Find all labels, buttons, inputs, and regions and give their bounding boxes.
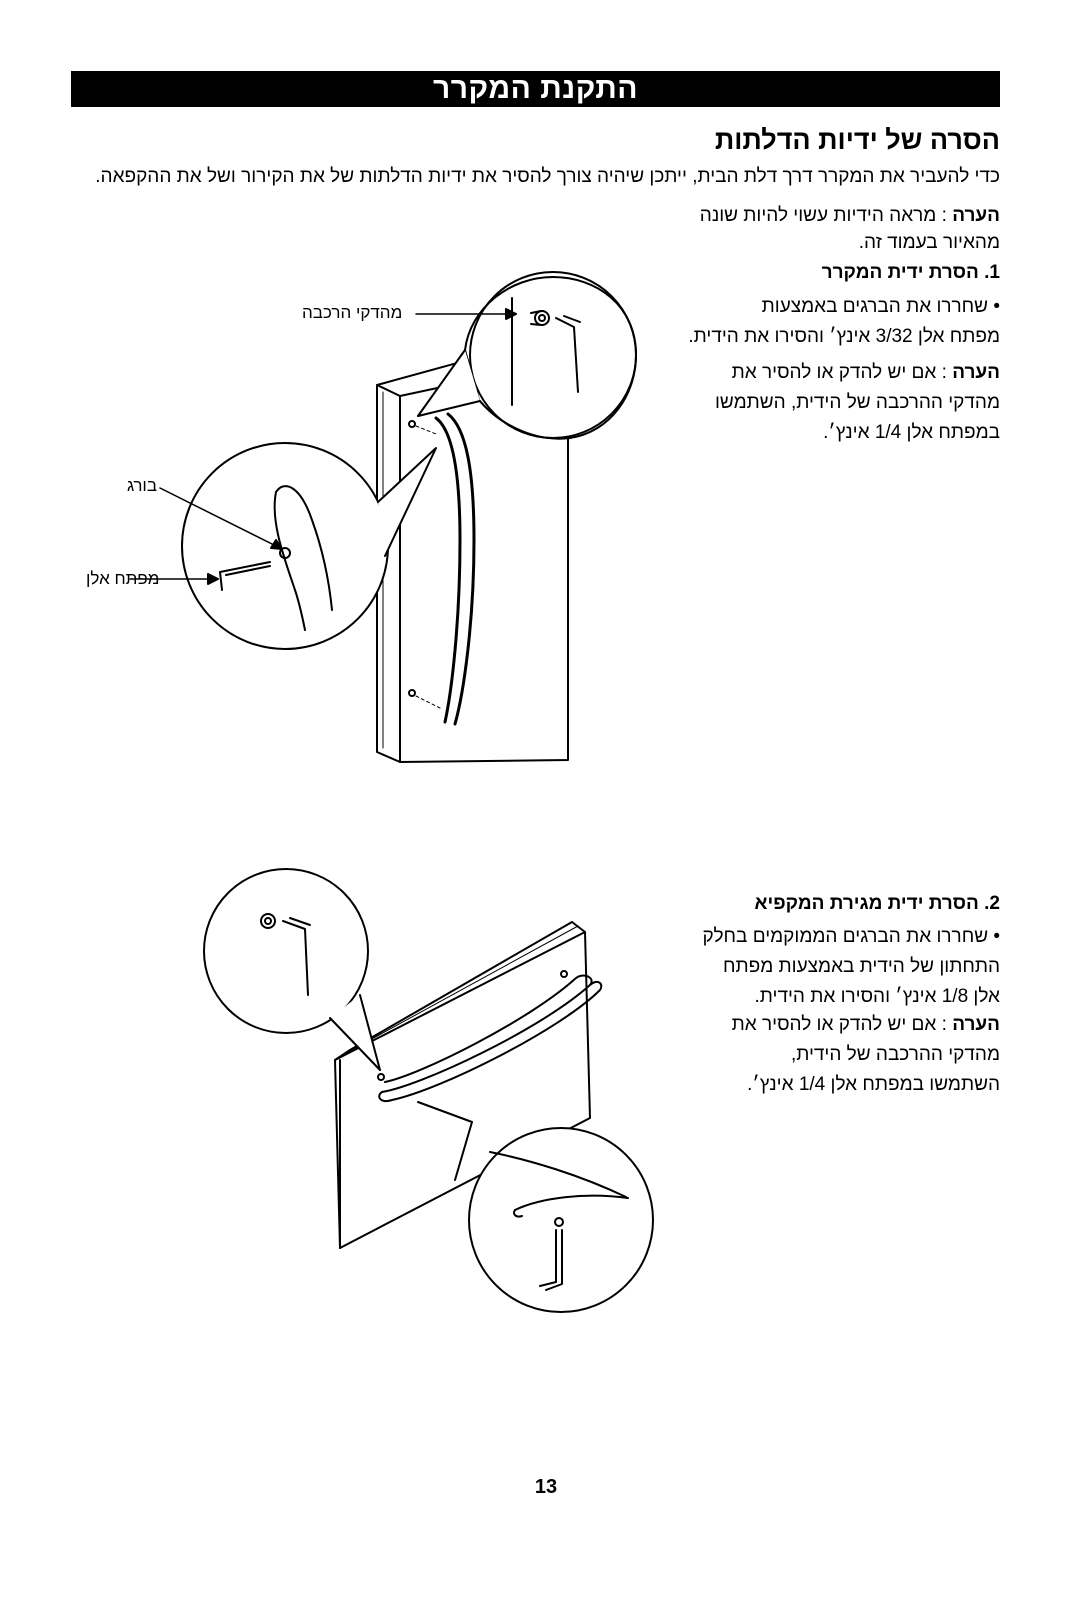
step2-bullet-line-3: אלן 1/8 אינץ׳ והסירו את הידית. bbox=[754, 986, 1000, 1007]
general-note-text-1: : מראה הידיות עשוי להיות שונה bbox=[699, 205, 953, 226]
step1-note-line-1: הערה : אם יש להדק או להסיר את bbox=[715, 358, 1000, 388]
page-number: 13 bbox=[534, 1476, 558, 1498]
step1-title: 1. הסרת ידית המקרר bbox=[821, 262, 1000, 283]
step1-note: הערה : אם יש להדק או להסיר את מהדקי ההרכ… bbox=[715, 358, 1000, 448]
general-note: הערה : מראה הידיות עשוי להיות שונה מהאיו… bbox=[700, 202, 1000, 256]
step1-note-label: הערה bbox=[952, 362, 1000, 383]
drawer-clips-magnifier bbox=[203, 868, 381, 1071]
callout-allen-wrench: מפתח אלן bbox=[86, 569, 160, 588]
step2-bullet-line-2: התחתון של הידית באמצעות מפתח bbox=[722, 956, 1000, 977]
step2-bullet-line-1: • שחררו את הברגים הממוקמים בחלק bbox=[702, 926, 1000, 947]
general-note-line-1: הערה : מראה הידיות עשוי להיות שונה bbox=[700, 202, 1000, 229]
step1-note-line-2: מהדקי ההרכבה של הידית, השתמשו bbox=[714, 392, 1000, 413]
step2-note-line-1: הערה : אם יש להדק או להסיר את bbox=[732, 1010, 1000, 1040]
step2-note-line-2: מהדקי ההרכבה של הידית, bbox=[790, 1044, 1000, 1065]
section-title: הסרה של ידיות הדלתות bbox=[714, 125, 1000, 155]
step1-note-line-3: במפתח אלן 1/4 אינץ׳. bbox=[823, 422, 1000, 443]
freezer-drawer-illustration bbox=[334, 921, 603, 1249]
callout-screw: בורג bbox=[127, 476, 158, 495]
general-note-label: הערה bbox=[952, 205, 1000, 226]
intro-paragraph: כדי להעביר את המקרר דרך דלת הבית, ייתכן … bbox=[95, 166, 1000, 187]
step2-note-label: הערה bbox=[952, 1014, 1000, 1035]
general-note-text-2: מהאיור בעמוד זה. bbox=[858, 232, 1000, 253]
step2-note-text-1: : אם יש להדק או להסיר את bbox=[731, 1014, 953, 1035]
screw-magnifier bbox=[181, 442, 437, 650]
step1-bullet-line-2: מפתח אלן 3/32 אינץ׳ והסירו את הידית. bbox=[688, 326, 1000, 347]
page-header-banner: התקנת המקרר bbox=[71, 71, 1000, 107]
step1-instructions: • שחררו את הברגים באמצעות מפתח אלן 3/32 … bbox=[688, 292, 1000, 352]
step1-note-text-1: : אם יש להדק או להסיר את bbox=[731, 362, 953, 383]
step2-title: 2. הסרת ידית מגירת המקפיא bbox=[754, 893, 1000, 914]
step2-note-line-3: השתמשו במפתח אלן 1/4 אינץ׳. bbox=[747, 1074, 1000, 1095]
step2-note: הערה : אם יש להדק או להסיר את מהדקי ההרכ… bbox=[732, 1010, 1000, 1100]
step1-bullet-line-1: • שחררו את הברגים באמצעות bbox=[761, 296, 1000, 317]
page-header-title: התקנת המקרר bbox=[432, 72, 639, 105]
drawer-screw-magnifier bbox=[417, 1101, 654, 1313]
callout-mounting-clips: מהדקי הרכבה bbox=[302, 303, 403, 322]
step2-instructions: • שחררו את הברגים הממוקמים בחלק התחתון ש… bbox=[702, 922, 1000, 1012]
